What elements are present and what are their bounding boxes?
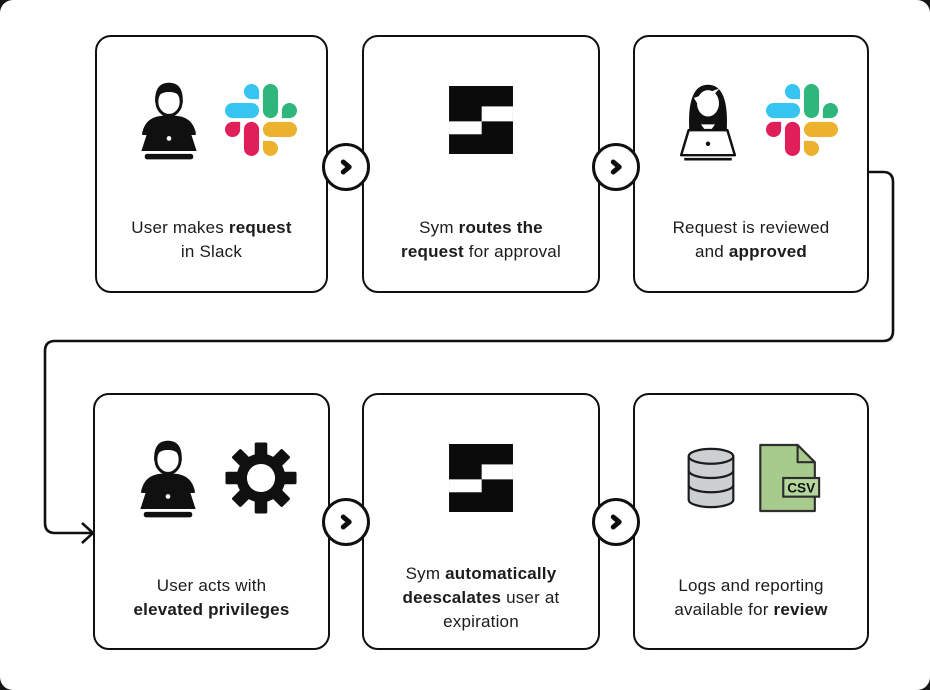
chevron-right-icon — [340, 159, 352, 175]
slack-icon — [224, 84, 297, 156]
next-step-arrow-3 — [322, 498, 370, 546]
next-step-arrow-1 — [322, 143, 370, 191]
gear-icon — [224, 442, 297, 514]
woman-laptop-icon — [679, 84, 737, 161]
next-step-arrow-2 — [592, 143, 640, 191]
sym-logo-icon — [449, 86, 513, 154]
next-step-arrow-4 — [592, 498, 640, 546]
slack-icon — [766, 84, 838, 156]
arrowhead-icon — [81, 522, 95, 544]
chevron-right-icon — [340, 514, 352, 530]
database-icon — [687, 447, 735, 509]
card-icons — [364, 395, 598, 561]
csv-label: CSV — [787, 480, 815, 495]
chevron-right-icon — [610, 514, 622, 530]
sym-logo-icon — [449, 444, 513, 512]
card-icons — [95, 395, 328, 561]
card-icons — [97, 37, 326, 203]
person-laptop-icon — [140, 82, 197, 160]
card-icons — [635, 37, 867, 203]
card-icons: CSV — [635, 395, 867, 561]
card-icons — [364, 37, 598, 203]
chevron-right-icon — [610, 159, 622, 175]
person-laptop-icon — [139, 440, 196, 518]
csv-file-icon: CSV — [759, 443, 821, 513]
